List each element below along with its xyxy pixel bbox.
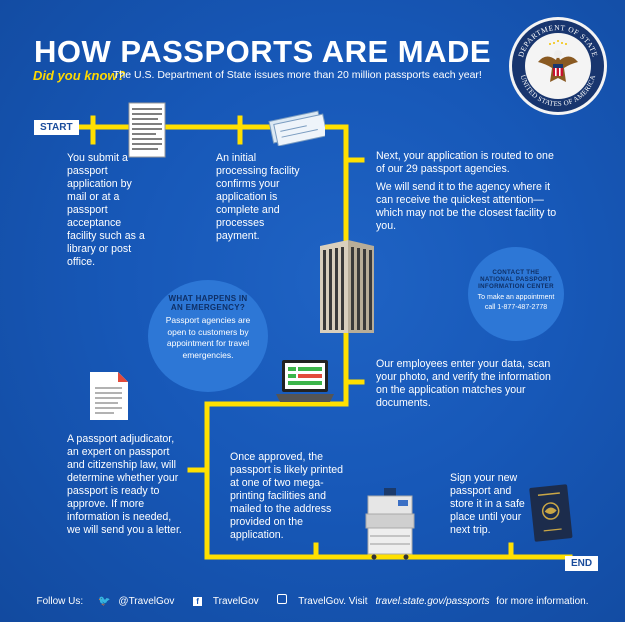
emergency-bubble: WHAT HAPPENS IN AN EMERGENCY? Passport a…: [148, 280, 268, 392]
step-employees-text: Our employees enter your data, scan your…: [376, 358, 551, 409]
twitter-link[interactable]: 🐦 @TravelGov: [94, 596, 178, 607]
twitter-handle: @TravelGov: [118, 596, 175, 607]
page-title: HOW PASSPORTS ARE MADE: [34, 34, 492, 69]
application-form-icon: [128, 102, 166, 158]
contact-phone: call 1-877-487-2778: [484, 303, 548, 311]
instagram-handle: TravelGov. Visit: [298, 596, 368, 607]
follow-us-label: Follow Us:: [36, 596, 84, 607]
start-label: START: [34, 120, 79, 135]
passport-agency-building-icon: [320, 240, 374, 333]
step-sign-text: Sign your new passport and store it in a…: [450, 472, 525, 536]
document-icon: [90, 372, 128, 420]
payment-checks-icon: [268, 110, 325, 146]
step-routed-detail-text: We will send it to the agency where it c…: [376, 181, 557, 232]
contact-line-1: To make an appointment: [477, 294, 555, 301]
instagram-icon: [277, 594, 288, 604]
facebook-handle: TravelGov: [212, 596, 259, 607]
facebook-icon: f: [193, 597, 203, 606]
facebook-link[interactable]: f TravelGov: [189, 596, 263, 607]
department-of-state-seal: DEPARTMENT OF STATE UNITED STATES OF AME…: [509, 17, 607, 115]
did-you-know-fact: The U.S. Department of State issues more…: [113, 69, 482, 81]
emergency-heading: WHAT HAPPENS IN AN EMERGENCY?: [168, 294, 248, 312]
step-submit-text: You submit a passport application by mai…: [67, 152, 145, 268]
step-adjudicator-text: A passport adjudicator, an expert on pas…: [67, 433, 182, 536]
printer-icon: [365, 488, 415, 560]
footer: Follow Us: 🐦 @TravelGov f TravelGov Trave…: [0, 594, 625, 607]
footer-tail: for more information.: [496, 596, 589, 607]
contact-heading: CONTACT THE NATIONAL PASSPORT INFORMATIO…: [478, 269, 554, 290]
end-label: END: [565, 556, 599, 571]
step-printed-text: Once approved, the passport is likely pr…: [230, 451, 344, 541]
laptop-icon: [276, 360, 334, 402]
step-processing-text: An initial processing facility confirms …: [216, 152, 300, 242]
instagram-link[interactable]: TravelGov. Visit: [273, 594, 371, 607]
twitter-icon: 🐦: [97, 596, 111, 607]
did-you-know-label: Did you know?: [33, 68, 126, 83]
step-routed-text: Next, your application is routed to one …: [376, 150, 554, 175]
contact-bubble: CONTACT THE NATIONAL PASSPORT INFORMATIO…: [468, 247, 564, 341]
passport-icon: [529, 484, 573, 542]
emergency-body: Passport agencies are open to customers …: [165, 315, 251, 360]
website-link[interactable]: travel.state.gov/passports: [375, 596, 490, 607]
